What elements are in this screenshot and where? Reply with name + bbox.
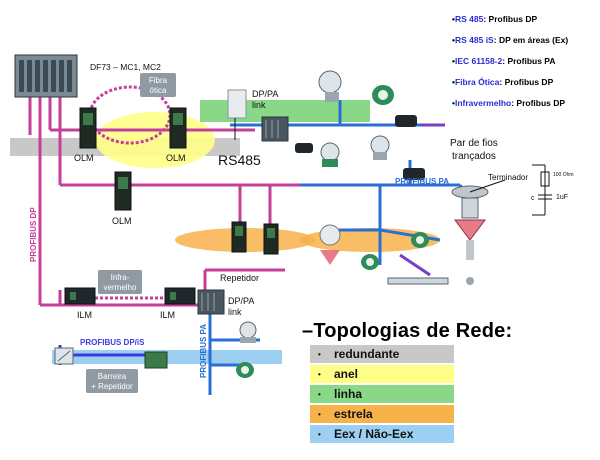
- legend-item-rs485: •RS 485: Profibus DP: [452, 14, 538, 24]
- barreira-label-1: Barreira: [98, 372, 127, 381]
- topology-linha: •linha: [310, 385, 454, 403]
- legend-key: RS 485: [454, 14, 484, 24]
- field-instrument-2: [372, 85, 394, 105]
- topologies-title: –Topologias de Rede:: [302, 320, 513, 342]
- infravermelho-label-2: vermelho: [104, 283, 137, 292]
- par-fios-label-1: Par de fios: [450, 138, 498, 149]
- topology-label: estrela: [334, 407, 373, 421]
- par-fios-label-2: trançados: [452, 151, 496, 162]
- infravermelho-box: [98, 270, 142, 294]
- rs485-label: RS485: [218, 152, 261, 168]
- terminator-arrow: [469, 179, 506, 193]
- control-valve: [451, 185, 489, 260]
- pa-instrument-lower-1: [239, 321, 257, 343]
- topology-redundante: •redundante: [310, 345, 454, 363]
- topology-label: Eex / Não-Eex: [334, 427, 414, 441]
- fibra-box: [140, 73, 176, 97]
- ilm-device-b: [164, 287, 196, 305]
- legend-item-infra: •Infravermelho: Profibus DP: [452, 98, 566, 108]
- field-instrument-3: [395, 115, 417, 127]
- barreira-label-2: + Repetidor: [91, 382, 133, 391]
- topology-label: linha: [334, 387, 363, 401]
- topology-estrela: •estrela: [310, 405, 454, 423]
- legend-key: IEC 61158-2: [454, 56, 503, 66]
- repetidor-label: Repetidor: [220, 273, 259, 283]
- ilm-device-a: [64, 287, 96, 305]
- infravermelho-label-1: Infra-: [111, 273, 130, 282]
- profibus-pa-vertical-label: PROFIBUS PA: [199, 324, 208, 378]
- star-instrument-3: [411, 232, 429, 248]
- legend-desc: Profibus DP: [504, 77, 554, 87]
- field-instrument-4: [295, 143, 313, 153]
- legend-item-rs485-is: •RS 485 iS: DP em áreas (Ex): [452, 35, 569, 45]
- df73-label: DF73 – MC1, MC2: [90, 62, 161, 72]
- olm-label-b: OLM: [166, 153, 186, 163]
- dppa-link-1-label-a: DP/PA: [252, 89, 278, 99]
- profibus-dp-lines: [28, 95, 300, 307]
- star-instrument-2: [361, 254, 379, 270]
- field-instrument-6: [370, 135, 390, 160]
- legend-key: RS 485 iS: [454, 35, 494, 45]
- field-instrument-5: [320, 142, 340, 167]
- topologies-panel: –Topologias de Rede: •redundante •anel •…: [300, 320, 530, 443]
- legend-key: Fibra Ótica: [454, 77, 500, 87]
- olm-device-a: [79, 107, 97, 149]
- terminator-label: Terminador: [488, 173, 528, 182]
- legend-desc: Profibus PA: [507, 56, 556, 66]
- ilm-label-a: ILM: [77, 310, 92, 320]
- legend-key: Infravermelho: [454, 98, 512, 108]
- df73-rack: [14, 54, 78, 98]
- dppa-link-1-label-b: link: [252, 100, 266, 110]
- olm-label-c: OLM: [112, 216, 132, 226]
- dppa-link-2-label-a: DP/PA: [228, 296, 254, 306]
- fibra-label-1: Fibra: [149, 76, 168, 85]
- terminator-cap-label: 1uF: [556, 194, 568, 201]
- topology-anel: •anel: [310, 365, 454, 383]
- legend-desc: DP em áreas (Ex): [498, 35, 569, 45]
- fibra-label-2: ótica: [150, 86, 167, 95]
- olm-label-a: OLM: [74, 153, 94, 163]
- legend-item-fibra: •Fibra Ótica: Profibus DP: [452, 77, 554, 87]
- repetidor-device-b: [263, 223, 279, 255]
- barreira-box: [86, 369, 138, 393]
- olm-device-b: [169, 107, 187, 149]
- star-instrument-4: [387, 277, 474, 285]
- pa-instrument-lower-2: [236, 362, 254, 378]
- star-valve-1: [319, 224, 341, 265]
- ilm-label-b: ILM: [160, 310, 175, 320]
- legend-item-iec61158: •IEC 61158-2: Profibus PA: [452, 56, 556, 66]
- terminator-schematic: [532, 164, 552, 216]
- olm-device-c: [114, 171, 132, 211]
- dppa-link-2: [197, 289, 225, 315]
- topology-label: anel: [334, 367, 359, 381]
- topology-eex: •Eex / Não-Eex: [310, 425, 454, 443]
- dppa-link-1: [227, 89, 289, 142]
- profibus-dp-vertical-label: PROFIBUS DP: [29, 207, 38, 262]
- topology-label: redundante: [334, 347, 400, 361]
- legend-desc: Profibus DP: [516, 98, 566, 108]
- repetidor-device-a: [231, 221, 247, 253]
- pa-purple-lower: [399, 253, 431, 277]
- band-eex-right: [210, 350, 282, 364]
- profibus-pa-horizontal-label: PROFIBUS PA: [395, 177, 449, 186]
- legend-desc: Profibus DP: [488, 14, 538, 24]
- protocol-legend: •RS 485: Profibus DP •RS 485 iS: DP em á…: [452, 14, 598, 119]
- dppa-link-2-label-b: link: [228, 307, 242, 317]
- terminator-c-label: c: [531, 195, 535, 202]
- terminator-r-label: 100 Ohm: [553, 172, 574, 178]
- barreira-device: [54, 347, 168, 369]
- profibus-dpis-label: PROFIBUS DP/iS: [80, 338, 145, 347]
- field-instrument-7: [403, 168, 425, 180]
- field-instrument-1: [318, 70, 342, 102]
